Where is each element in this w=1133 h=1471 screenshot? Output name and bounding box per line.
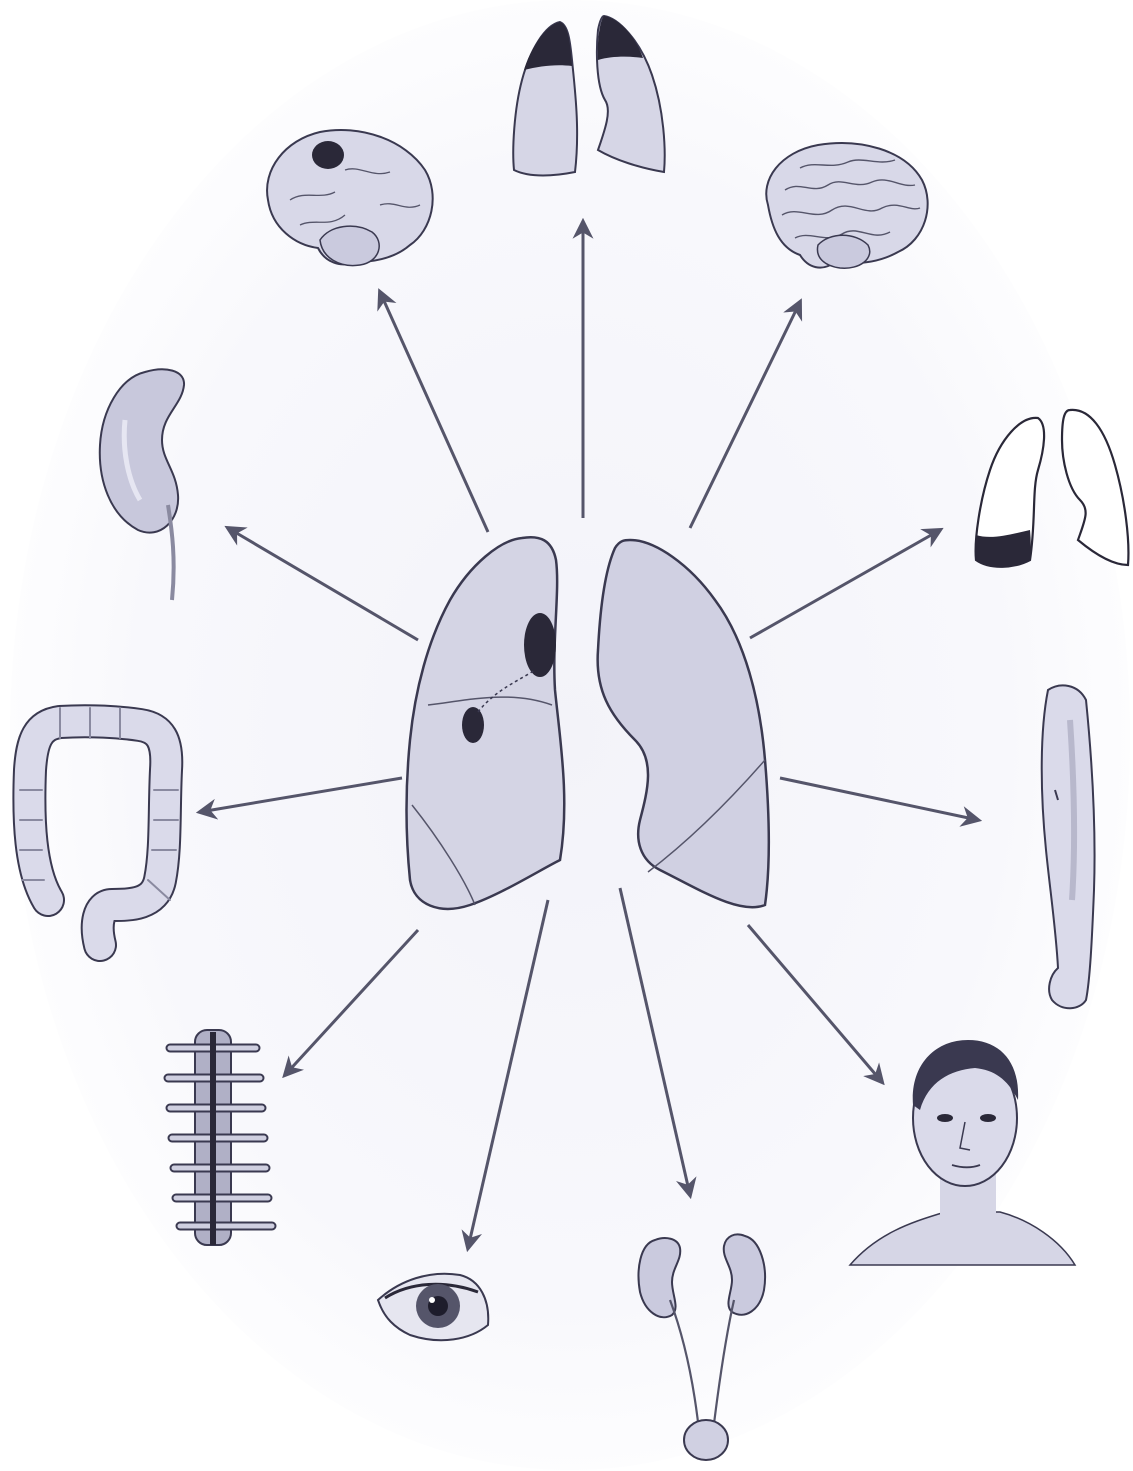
brain-lesion-spot bbox=[312, 141, 344, 169]
brain bbox=[766, 143, 927, 268]
face-eye-left bbox=[937, 1114, 953, 1122]
urinary-bladder bbox=[684, 1420, 728, 1460]
eye-highlight bbox=[429, 1297, 435, 1303]
primary-tumor-small bbox=[462, 707, 484, 743]
brain-cerebellum bbox=[817, 235, 869, 268]
face-eye-right bbox=[980, 1114, 996, 1122]
primary-tumor-large bbox=[524, 613, 556, 677]
